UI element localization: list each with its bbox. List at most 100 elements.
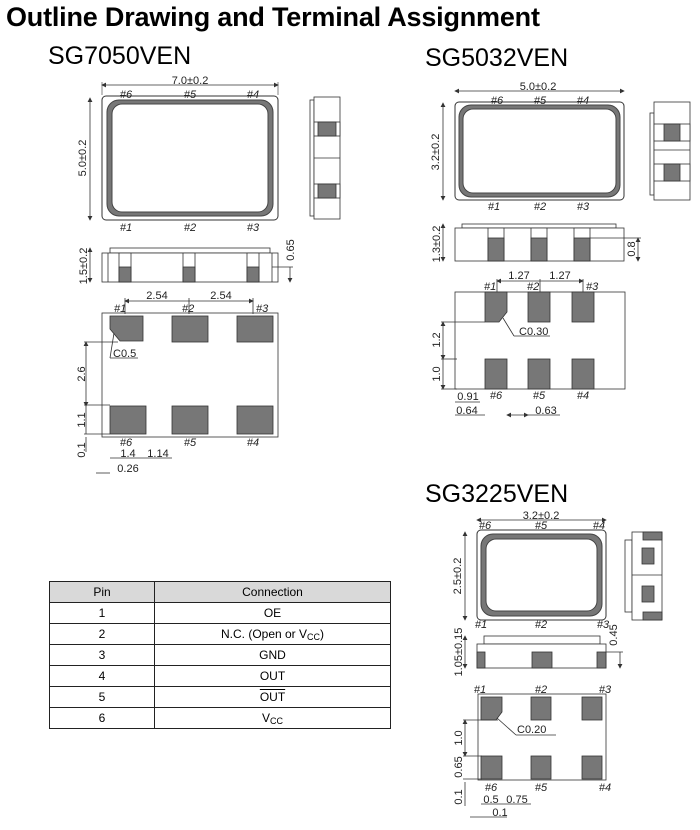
svg-text:3.2±0.2: 3.2±0.2	[523, 510, 560, 522]
svg-text:#6: #6	[479, 520, 492, 532]
svg-text:#6: #6	[120, 89, 133, 101]
svg-text:1.0: 1.0	[453, 730, 465, 745]
svg-text:0.45: 0.45	[608, 624, 620, 645]
table-row: 6 VCC	[49, 707, 391, 729]
svg-text:#4: #4	[247, 437, 259, 449]
page-title: Outline Drawing and Terminal Assignment	[6, 2, 540, 32]
svg-text:#1: #1	[484, 281, 496, 293]
svg-text:1.2: 1.2	[431, 332, 443, 347]
svg-text:C0.20: C0.20	[517, 724, 546, 736]
svg-text:#4: #4	[577, 95, 589, 107]
svg-text:C0.30: C0.30	[519, 326, 548, 338]
svg-text:#6: #6	[120, 437, 133, 449]
svg-text:#5: #5	[184, 437, 197, 449]
svg-text:1.1: 1.1	[76, 412, 88, 427]
svg-text:#3: #3	[577, 201, 590, 213]
sg3225-top-view	[462, 517, 607, 621]
pin-assignment-table: Pin Connection 1 OE 2 N.C. (Open or VCC)…	[49, 581, 391, 729]
svg-text:1.4: 1.4	[120, 448, 135, 460]
table-row: 2 N.C. (Open or VCC)	[49, 623, 391, 645]
pin-connection: OE	[154, 602, 391, 624]
svg-text:0.8: 0.8	[626, 241, 638, 256]
svg-text:0.5: 0.5	[483, 794, 498, 806]
svg-text:1.0: 1.0	[431, 366, 443, 381]
svg-text:2.6: 2.6	[76, 366, 88, 381]
pin-number: 3	[49, 644, 155, 666]
pin-connection: GND	[154, 644, 391, 666]
svg-text:2.54: 2.54	[210, 290, 231, 302]
sg5032-side-view	[649, 101, 691, 201]
svg-text:#1: #1	[114, 303, 126, 315]
pin-connection: OUT	[154, 665, 391, 687]
svg-text:C0.5: C0.5	[113, 348, 136, 360]
svg-text:1.3±0.2: 1.3±0.2	[431, 226, 443, 263]
pin-connection: N.C. (Open or VCC)	[154, 623, 391, 645]
header-pin: Pin	[49, 581, 155, 603]
svg-text:#2: #2	[534, 201, 546, 213]
svg-text:#2: #2	[184, 222, 196, 234]
svg-text:0.64: 0.64	[456, 405, 477, 417]
svg-text:#4: #4	[599, 782, 611, 794]
svg-text:#2: #2	[527, 281, 539, 293]
model-title-sg5032: SG5032VEN	[425, 44, 569, 72]
svg-text:1.27: 1.27	[508, 270, 529, 282]
svg-text:1.5±0.2: 1.5±0.2	[78, 248, 90, 285]
svg-text:#3: #3	[586, 281, 599, 293]
pin-number: 5	[49, 686, 155, 708]
sg7050-width-dim: 7.0±0.2	[172, 75, 209, 87]
svg-text:#5: #5	[535, 782, 548, 794]
sg3225-front-view	[462, 635, 623, 669]
svg-text:#2: #2	[535, 619, 547, 631]
svg-text:1.27: 1.27	[549, 270, 570, 282]
table-row: 4 OUT	[49, 665, 391, 687]
svg-text:#1: #1	[120, 222, 132, 234]
svg-text:#6: #6	[490, 390, 503, 402]
sg7050-footprint	[83, 298, 279, 474]
svg-text:5.0±0.2: 5.0±0.2	[520, 81, 557, 93]
header-connection: Connection	[154, 581, 391, 603]
svg-text:#3: #3	[247, 222, 260, 234]
svg-text:2.54: 2.54	[146, 290, 167, 302]
sg7050-front-view	[87, 247, 293, 283]
svg-text:3.2±0.2: 3.2±0.2	[430, 134, 442, 171]
svg-text:#5: #5	[534, 95, 547, 107]
svg-text:0.63: 0.63	[535, 405, 556, 417]
pin-number: 4	[49, 665, 155, 687]
svg-text:#1: #1	[475, 619, 487, 631]
table-row: 5 OUT	[49, 686, 391, 708]
model-title-sg3225: SG3225VEN	[425, 480, 569, 508]
svg-text:#3: #3	[256, 303, 269, 315]
svg-text:#2: #2	[535, 684, 547, 696]
svg-text:#4: #4	[593, 520, 605, 532]
svg-text:#4: #4	[247, 89, 259, 101]
pin-connection: VCC	[154, 707, 391, 729]
svg-text:#1: #1	[488, 201, 500, 213]
pin-number: 6	[49, 707, 155, 729]
svg-text:#5: #5	[184, 89, 197, 101]
svg-text:0.26: 0.26	[117, 463, 138, 475]
pin-number: 2	[49, 623, 155, 645]
svg-text:#3: #3	[599, 684, 612, 696]
sg5032-footprint	[440, 278, 626, 418]
svg-text:#5: #5	[533, 390, 546, 402]
svg-text:0.91: 0.91	[457, 391, 478, 403]
svg-text:#3: #3	[597, 619, 610, 631]
sg3225-side-view	[624, 531, 663, 621]
svg-text:#1: #1	[474, 684, 486, 696]
sg5032-front-view	[440, 223, 641, 262]
svg-text:#6: #6	[485, 782, 498, 794]
sg5032-top-view	[440, 88, 625, 201]
table-row: 1 OE	[49, 602, 391, 624]
svg-text:#5: #5	[535, 520, 548, 532]
svg-text:0.65: 0.65	[285, 239, 297, 260]
svg-text:0.1: 0.1	[453, 789, 465, 804]
pin-connection: OUT	[154, 686, 391, 708]
svg-text:1.05±0.15: 1.05±0.15	[453, 628, 465, 677]
svg-text:1.14: 1.14	[147, 448, 168, 460]
svg-text:0.1: 0.1	[492, 807, 507, 819]
svg-text:#2: #2	[182, 303, 194, 315]
svg-text:0.65: 0.65	[453, 756, 465, 777]
table-row: 3 GND	[49, 644, 391, 666]
svg-text:2.5±0.2: 2.5±0.2	[452, 558, 464, 595]
